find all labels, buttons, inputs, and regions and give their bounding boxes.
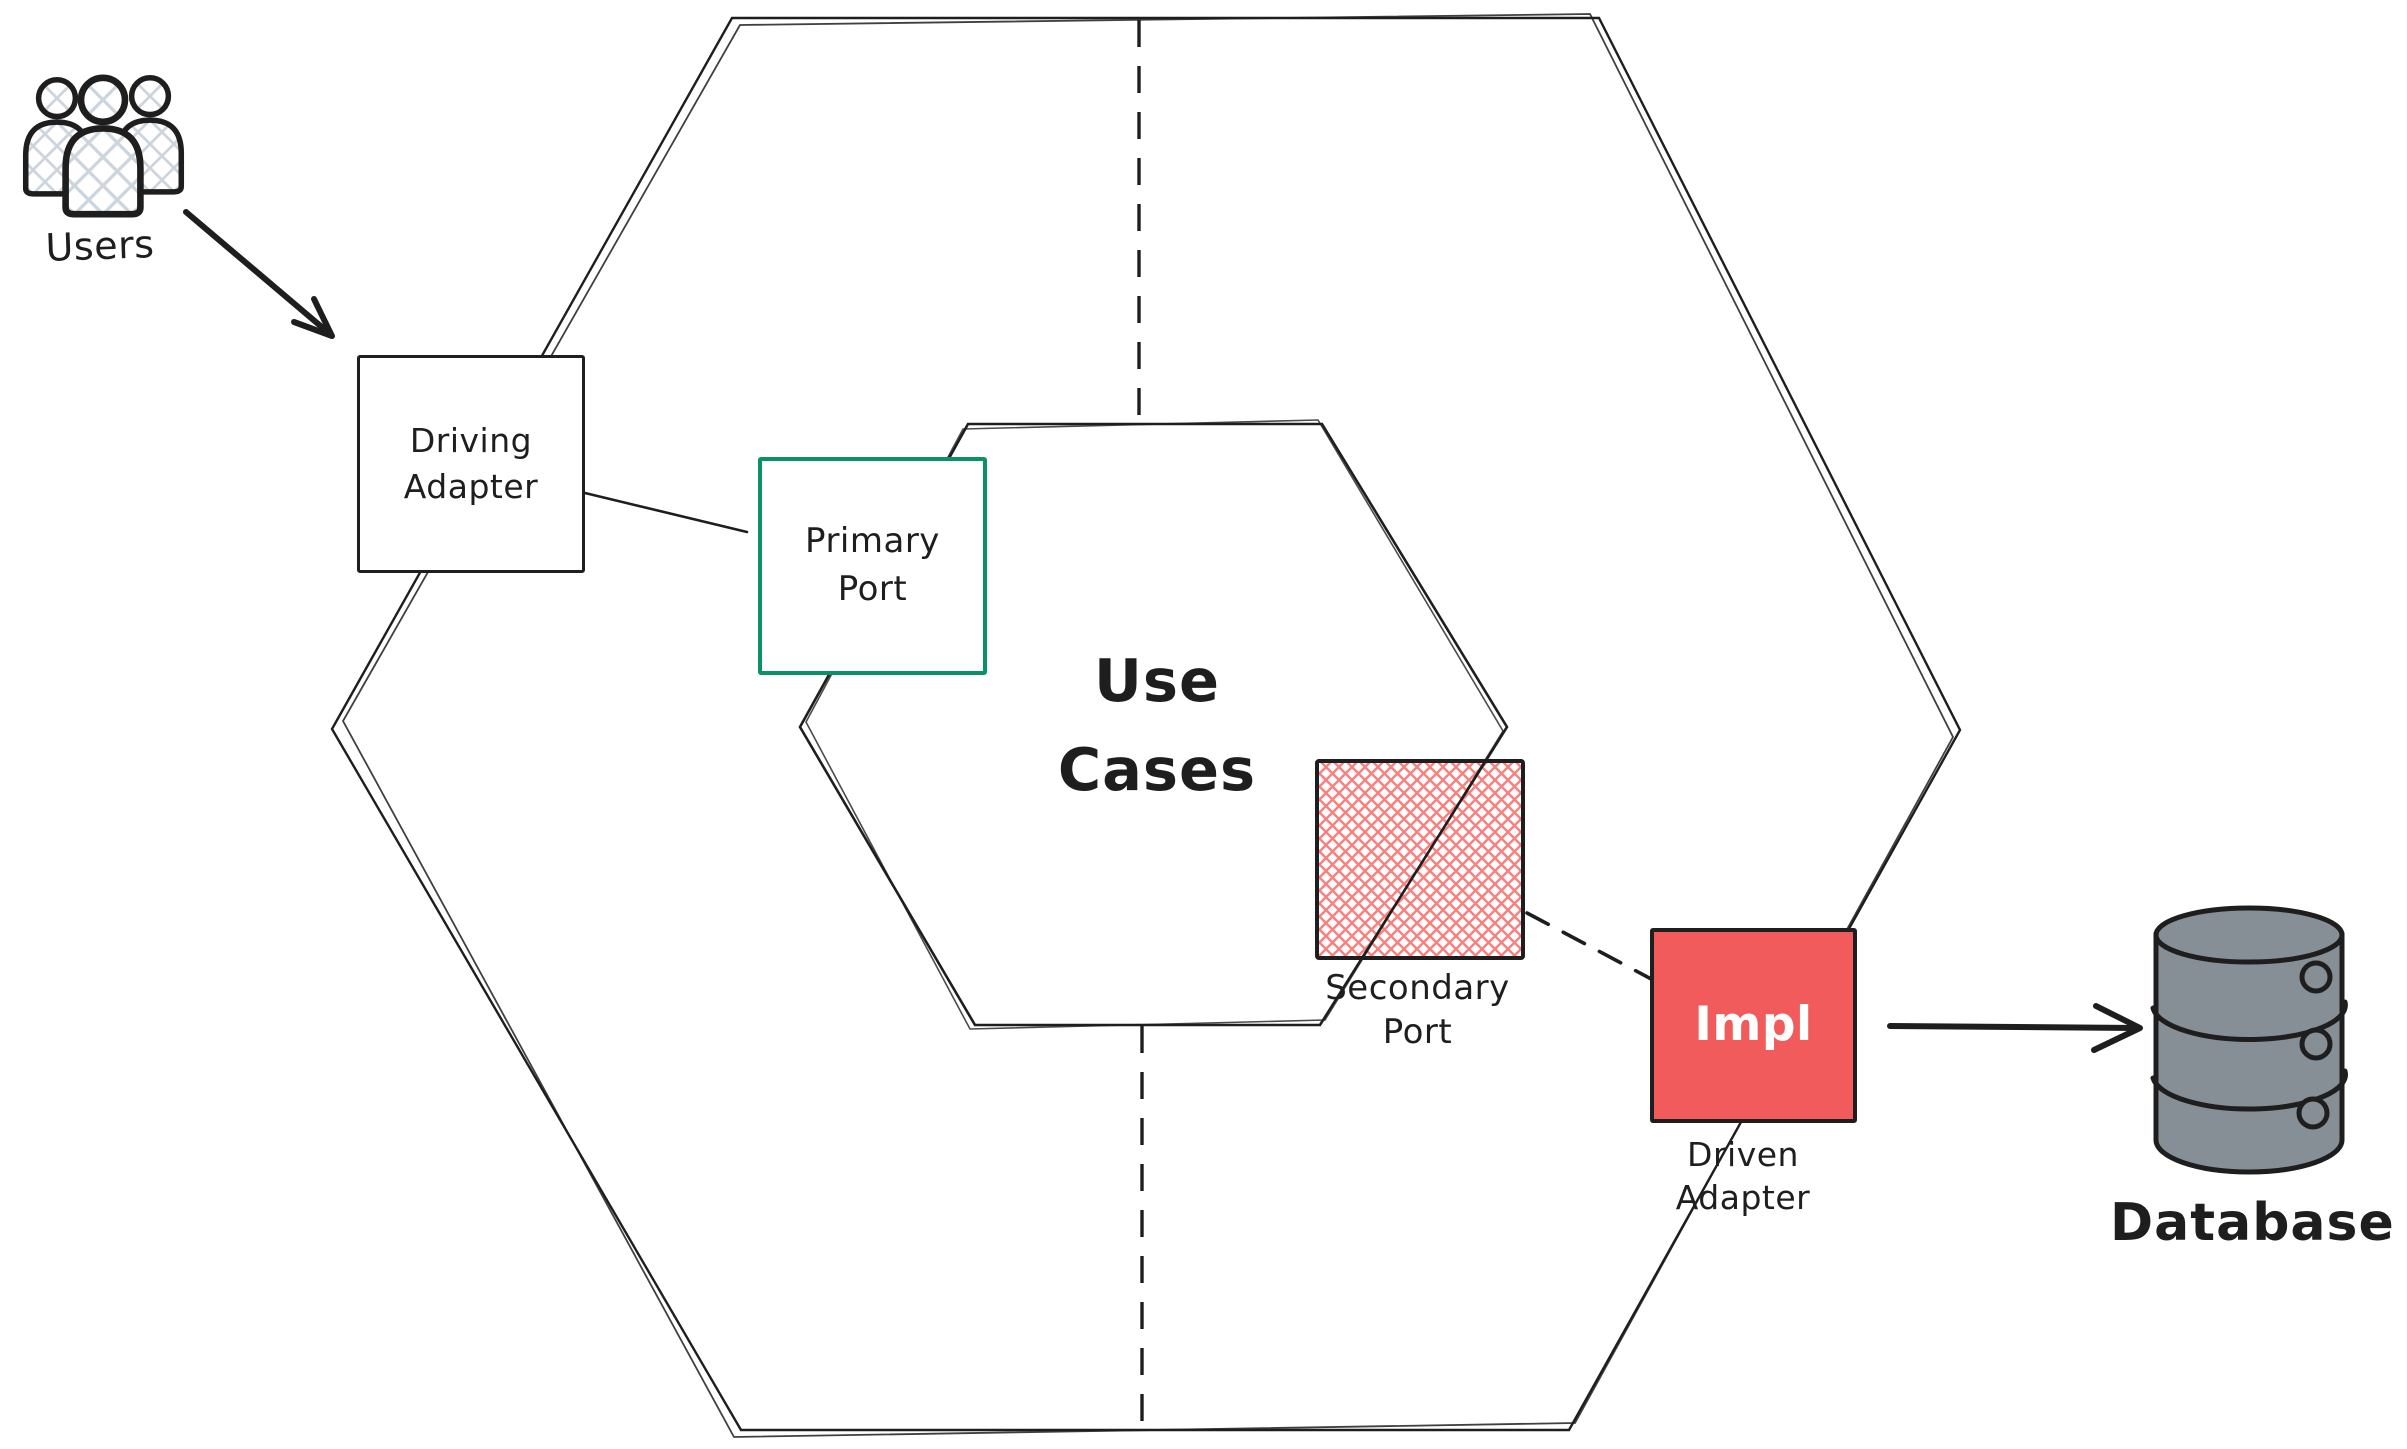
inner-hexagon bbox=[798, 419, 1509, 1030]
driven-adapter-label: Driven Adapter bbox=[1675, 1135, 1811, 1217]
database-icon bbox=[2150, 905, 2348, 1175]
secondary-to-impl-connector bbox=[1525, 911, 1657, 983]
primary-port-label: Primary Port bbox=[805, 521, 940, 609]
dashed-center-line bbox=[1137, 20, 1144, 1428]
secondary-port-node bbox=[1315, 759, 1525, 960]
driving-adapter-node: Driving Adapter bbox=[357, 355, 585, 573]
use-cases-label: Use Cases bbox=[1057, 646, 1257, 804]
impl-label: Impl bbox=[1694, 997, 1813, 1053]
impl-to-database-arrow bbox=[1887, 1003, 2143, 1053]
impl-node: Impl bbox=[1650, 928, 1857, 1123]
outer-hexagon bbox=[330, 13, 1962, 1438]
secondary-port-label: Secondary Port bbox=[1325, 968, 1510, 1053]
users-label: Users bbox=[44, 222, 156, 270]
users-arrow bbox=[183, 209, 335, 339]
users-icon bbox=[26, 78, 182, 214]
database-label: Database bbox=[2110, 1193, 2395, 1253]
driving-adapter-label: Driving Adapter bbox=[403, 420, 539, 506]
primary-port-node: Primary Port bbox=[758, 457, 987, 675]
driving-to-primary-connector bbox=[583, 491, 749, 534]
